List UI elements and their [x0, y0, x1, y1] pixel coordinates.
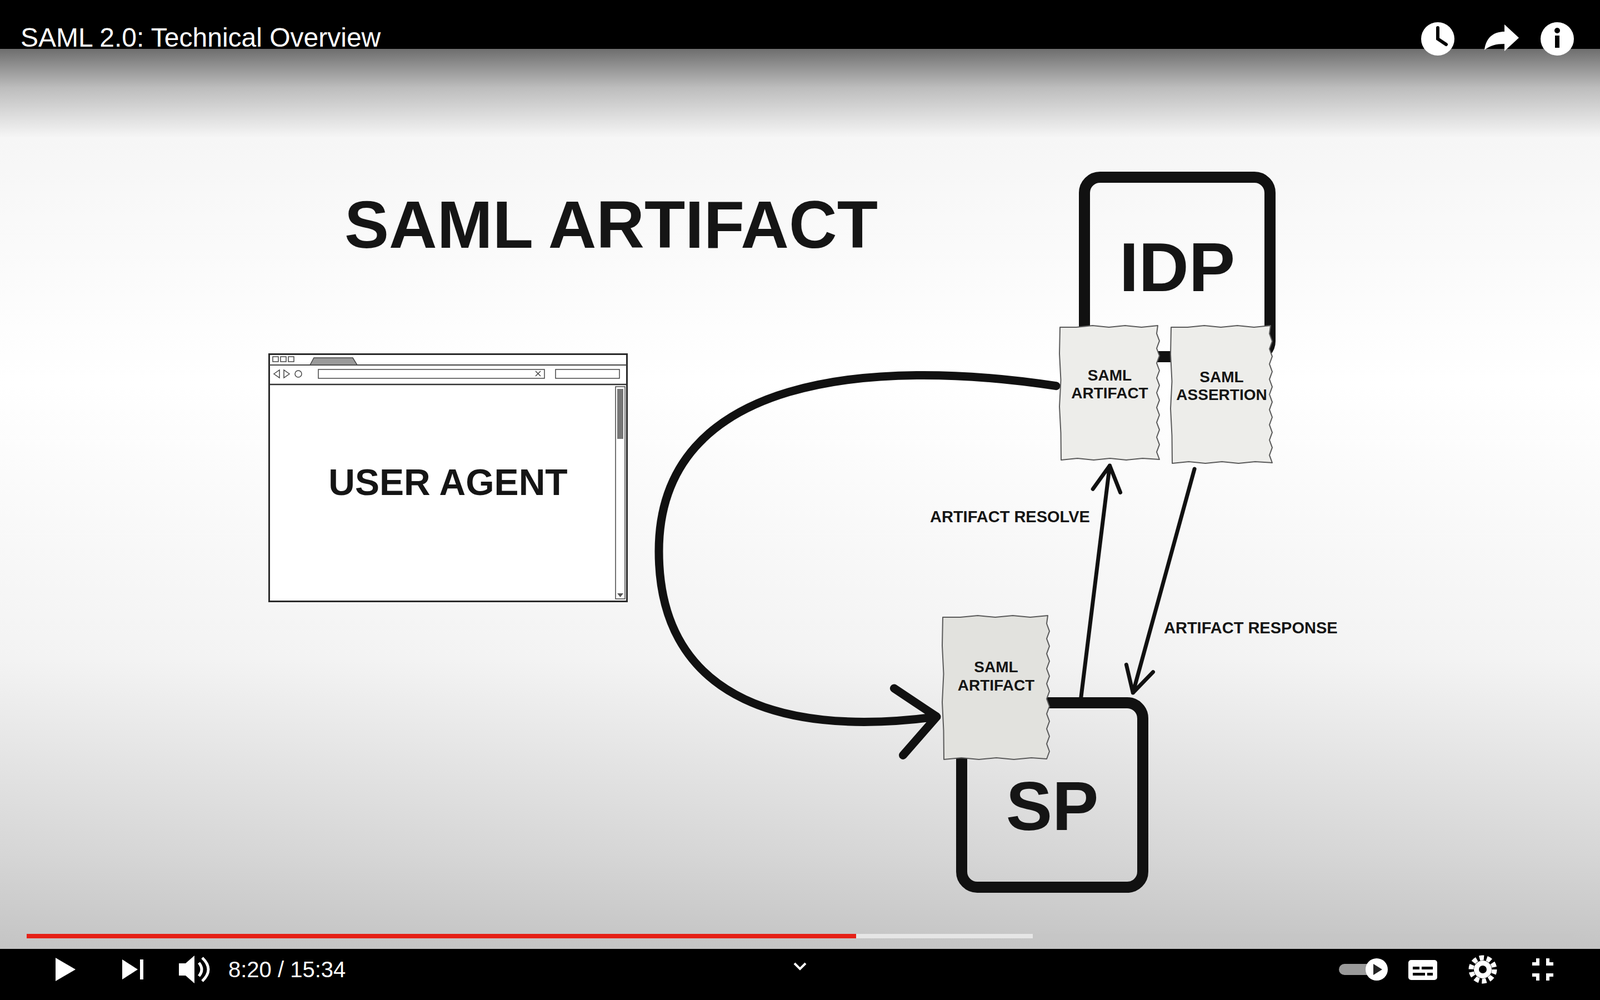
subtitles-lines [1412, 966, 1433, 976]
time-display: 8:20 / 15:34 [228, 956, 346, 983]
scroll-thumb [617, 388, 624, 439]
subtitles-icon [1408, 960, 1438, 980]
nav-arrows [273, 370, 290, 378]
watch-later-hands [1437, 27, 1447, 45]
node-label: SAML ARTIFACT [945, 658, 1047, 694]
next-icon-bar [140, 959, 144, 980]
browser-tab [310, 357, 358, 365]
document-paper: SAML ASSERTION [1169, 324, 1274, 465]
progress-track [26, 933, 1574, 939]
autoplay-knob [1365, 958, 1388, 981]
edge-label: ARTIFACT RESOLVE [930, 507, 1090, 527]
gear-hole [1478, 965, 1487, 974]
info-icon-dot [1554, 27, 1560, 34]
info-icon [1540, 22, 1574, 56]
window-button [272, 356, 279, 362]
node-label: SAML ARTIFACT [1062, 366, 1157, 403]
paper-sheet [1170, 325, 1273, 464]
browser-window: USER AGENT [268, 353, 628, 603]
window-button [288, 356, 294, 362]
browser-frame [269, 354, 628, 602]
progress-buffer [856, 933, 1033, 939]
document-paper: SAML ARTIFACT [1058, 324, 1162, 462]
node-label: USER AGENT [328, 461, 568, 504]
window-button [280, 356, 287, 362]
address-bar [318, 369, 545, 379]
play-icon [55, 957, 76, 982]
gear-teeth [1471, 957, 1495, 982]
reload-icon [295, 370, 302, 378]
gear-icon [1473, 960, 1492, 979]
node-label: IDP [1119, 227, 1235, 308]
control-bar [0, 948, 1600, 1000]
node-label: SAML ASSERTION [1173, 368, 1270, 404]
address-clear [535, 371, 541, 377]
search-box [555, 369, 620, 379]
toolbar-line [269, 383, 627, 386]
document-paper: SAML ARTIFACT [941, 614, 1052, 761]
chevron-icon [794, 963, 806, 969]
watch-later-icon [1421, 22, 1455, 56]
diagram-title: SAML ARTIFACT [344, 191, 878, 258]
next-icon [122, 959, 138, 980]
fullscreen-exit-icon [1532, 958, 1554, 981]
volume-waves [198, 957, 209, 982]
video-ground [0, 48, 1600, 949]
paper-sheet [942, 615, 1050, 760]
node-label: SP [1006, 766, 1099, 847]
paper-sheet [1059, 325, 1160, 460]
scrollbar [615, 386, 625, 599]
progress-played [26, 933, 857, 939]
connector-arrow [1081, 465, 1121, 698]
autoplay-play [1373, 963, 1383, 975]
video-title: SAML 2.0: Technical Overview [20, 21, 381, 54]
share-icon [1484, 24, 1519, 52]
connector-arrow [1126, 468, 1195, 693]
info-icon-stem [1555, 35, 1560, 48]
scroll-arrow [617, 593, 624, 598]
volume-icon [178, 955, 195, 984]
edge-label: ARTIFACT RESPONSE [1163, 618, 1338, 638]
